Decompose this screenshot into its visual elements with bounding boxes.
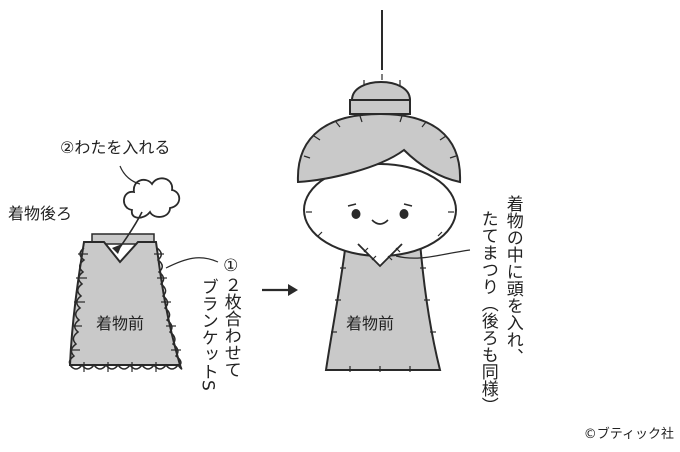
insert-head-text-col2: たてまつり（後ろも同様）: [477, 210, 498, 414]
stitch-leader-line: [165, 257, 219, 269]
kimono-front-label-left: 着物前: [96, 314, 145, 333]
kimono-front-piece-left: [68, 241, 183, 372]
kimono-back-label: 着物後ろ: [8, 204, 73, 223]
kimono-front-label-right: 着物前: [346, 314, 395, 333]
step1-blanket-stitch-text-col1: ①２枚合わせて: [220, 256, 241, 378]
insert-head-text-col1: 着物の中に頭を入れ、: [502, 195, 523, 365]
copyright-text: ©ブティック社: [583, 427, 674, 442]
next-step-arrow-icon: [262, 284, 298, 296]
insert-arrow-icon: [112, 211, 143, 254]
cotton-stuffing-icon: [119, 165, 181, 219]
doll-figure: [296, 10, 462, 372]
step2-stuff-cotton-label: ②わたを入れる: [60, 138, 171, 157]
step1-blanket-stitch-text-col2: ブランケットS: [197, 278, 218, 391]
neck-leader-line: [395, 249, 471, 259]
